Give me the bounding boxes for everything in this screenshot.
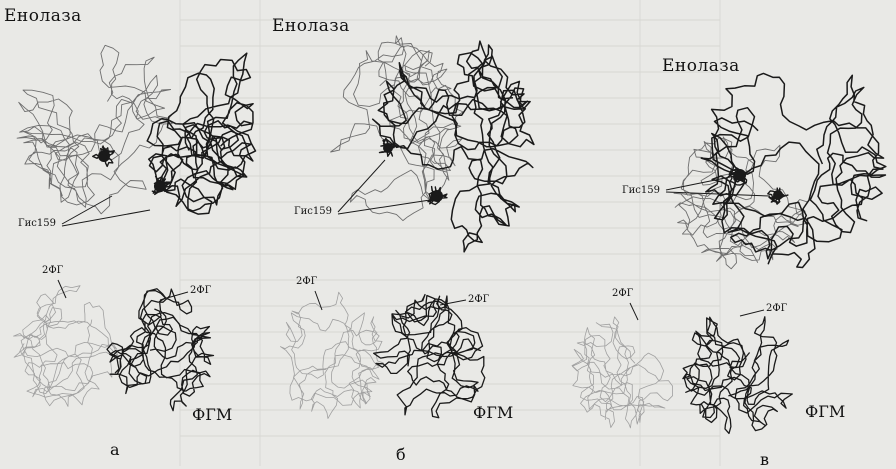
enolase-c-light-subunit [674,137,807,269]
panel-a-pgm-label: ФГМ [192,407,232,423]
panel-c-enolase-label: Енолаза [662,58,740,75]
2pg-c-right-leader [740,310,764,316]
pgm-b-dark-subunit [374,295,485,418]
panel-c-pgm-label: ФГМ [805,404,845,420]
pgm-a-dark-subunit [107,289,214,411]
panel-b-his159-label: Гис159 [294,207,332,217]
his159-b-leader-1 [338,160,385,212]
pgm-c-light-subunit [572,317,673,428]
panel-a-his159-label: Гис159 [18,219,56,229]
panel-b-2pg-left-label: 2ФГ [296,277,317,287]
2pg-a-left-leader [58,280,66,298]
pgm-a-light-subunit [14,286,119,407]
panel-a-2pg-right-label: 2ФГ [190,286,211,296]
panel-b-letter: б [396,447,406,463]
his159-a-leader-2 [62,210,150,226]
enolase-b-light-subunit [331,36,463,221]
panel-b-pgm-label: ФГМ [473,405,513,421]
panel-a-enolase-label: Енолаза [4,8,82,25]
pgm-b-light-subunit [280,292,383,418]
panel-a-letter: а [110,442,120,458]
panel-a-2pg-left-label: 2ФГ [42,266,63,276]
panel-c-2pg-left-label: 2ФГ [612,289,633,299]
panel-b-enolase-label: Енолаза [272,18,350,35]
pgm-c-dark-subunit [683,317,792,434]
panel-c-his159-label: Гис159 [622,186,660,196]
2pg-b-left-leader [315,291,322,310]
enolase-c-dark-subunit [701,73,886,267]
panel-b-2pg-right-label: 2ФГ [468,295,489,305]
panel-c-2pg-right-label: 2ФГ [766,304,787,314]
enolase-a-light-subunit [17,45,172,214]
